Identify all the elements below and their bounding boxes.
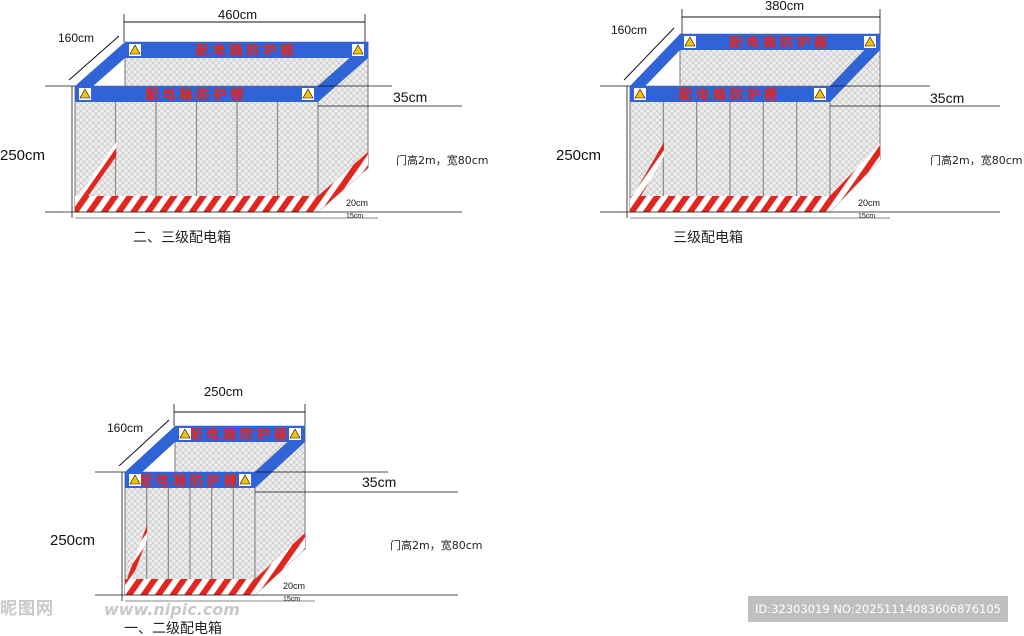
back-banner xyxy=(680,34,880,50)
height-label: 250cm xyxy=(0,147,45,164)
side-banner xyxy=(255,426,305,488)
base-height-label: 15cm xyxy=(346,213,363,220)
structure-two-level: 配电箱防护棚配电箱防护棚250cm160cm250cm35cm20cm15cm门… xyxy=(50,384,482,636)
door-note: 门高2m，宽80cm xyxy=(930,153,1022,167)
base-height-label: 15cm xyxy=(858,213,875,220)
warning-stripe-side xyxy=(255,533,305,595)
side-banner xyxy=(318,42,368,102)
back-banner-text: 配电箱防护棚 xyxy=(189,427,291,443)
front-banner xyxy=(125,472,255,488)
structure-caption: 一、二级配电箱 xyxy=(124,621,222,636)
banner-height-label: 35cm xyxy=(393,89,427,105)
warning-stripe-bottom xyxy=(75,196,318,212)
front-banner-text: 配电箱防护棚 xyxy=(139,473,241,489)
warning-stripe-bottom xyxy=(630,196,830,212)
base-height-label: 15cm xyxy=(283,596,300,603)
door-stripe xyxy=(634,142,664,208)
warning-triangle-icon xyxy=(129,44,141,55)
warning-triangle-icon xyxy=(864,36,876,47)
warning-triangle-icon xyxy=(814,88,826,99)
warning-triangle-icon xyxy=(179,428,191,439)
depth-label: 160cm xyxy=(611,23,647,37)
door-note: 门高2m，宽80cm xyxy=(390,538,482,552)
banner-height-label: 35cm xyxy=(930,90,964,106)
door-stripe xyxy=(127,525,148,591)
watermark-site: www.nipic.com xyxy=(104,600,240,619)
structure-caption: 二、三级配电箱 xyxy=(133,230,231,246)
side-banner xyxy=(830,34,880,102)
height-label: 250cm xyxy=(50,532,95,549)
banner-height-label: 35cm xyxy=(362,474,396,490)
width-label: 380cm xyxy=(765,0,804,13)
front-banner xyxy=(630,86,830,102)
depth-dimension-line xyxy=(118,419,170,467)
stripe-height-label: 20cm xyxy=(283,581,305,591)
warning-stripe-side xyxy=(318,152,368,212)
left-banner xyxy=(630,34,680,102)
warning-triangle-icon xyxy=(289,428,301,439)
structure-caption: 三级配电箱 xyxy=(673,230,743,246)
stripe-height-label: 20cm xyxy=(858,198,880,208)
stripe-height-label: 20cm xyxy=(346,198,368,208)
warning-stripe-bottom xyxy=(125,579,255,595)
warning-triangle-icon xyxy=(129,474,141,485)
back-banner-text: 配电箱防护棚 xyxy=(729,35,831,51)
back-banner-text: 配电箱防护棚 xyxy=(195,43,297,59)
warning-stripe-side xyxy=(830,144,880,212)
height-label: 250cm xyxy=(556,147,601,164)
width-label: 460cm xyxy=(218,7,257,22)
warning-triangle-icon xyxy=(302,88,314,99)
warning-triangle-icon xyxy=(352,44,364,55)
warning-triangle-icon xyxy=(239,474,251,485)
watermark-id-badge: ID:32303019 NO:20251114083606876105 xyxy=(748,596,1008,622)
width-label: 250cm xyxy=(204,384,243,399)
back-banner xyxy=(175,426,305,442)
depth-label: 160cm xyxy=(58,31,94,45)
warning-triangle-icon xyxy=(79,88,91,99)
structure-three-level: 配电箱防护棚配电箱防护棚380cm160cm250cm35cm20cm15cm门… xyxy=(556,0,1022,246)
back-banner xyxy=(125,42,368,58)
door-stripe xyxy=(79,142,117,208)
depth-label: 160cm xyxy=(107,421,143,435)
door-note: 门高2m，宽80cm xyxy=(396,153,488,167)
depth-dimension-line xyxy=(623,27,675,81)
front-banner xyxy=(75,86,318,102)
structure-three-level-large: 配电箱防护棚配电箱防护棚460cm160cm250cm35cm20cm15cm门… xyxy=(0,7,488,246)
warning-triangle-icon xyxy=(684,36,696,47)
warning-triangle-icon xyxy=(634,88,646,99)
front-banner-text: 配电箱防护棚 xyxy=(679,87,781,103)
front-banner-text: 配电箱防护棚 xyxy=(145,87,247,103)
watermark-logo: 昵图网 xyxy=(0,599,54,619)
depth-dimension-line xyxy=(68,35,120,81)
